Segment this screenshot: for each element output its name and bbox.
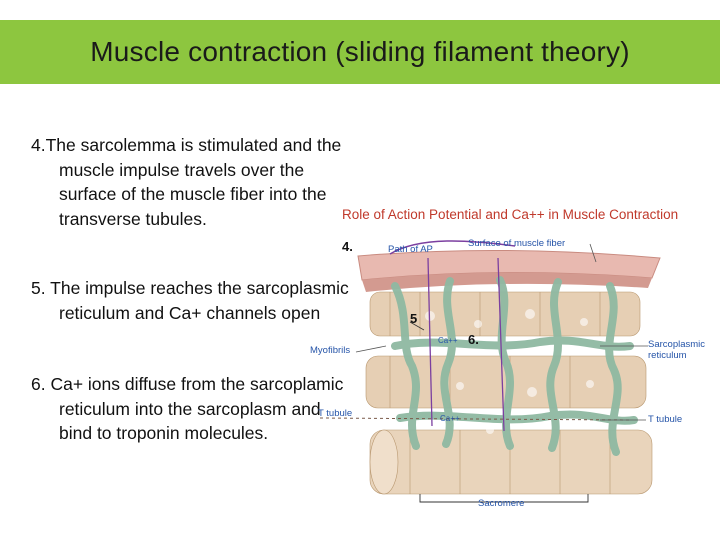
leader-myofibrils <box>355 345 387 353</box>
leader-surface <box>589 243 597 263</box>
label-t-tubule-left: T tubule <box>318 408 353 419</box>
bullet-point-6: 6. Ca+ ions diffuse from the sarcoplamic… <box>31 374 344 443</box>
label-path-of-ap: Path of AP <box>388 244 433 255</box>
figure-title: Role of Action Potential and Ca++ in Mus… <box>342 207 679 222</box>
label-myofibrils: Myofibrils <box>310 345 351 356</box>
ap-path-arrow <box>389 240 516 255</box>
slide-title: Muscle contraction (sliding filament the… <box>90 36 630 67</box>
muscle-fiber-illustration <box>319 240 661 503</box>
label-sarcoplasmic-reticulum: Sarcoplasmic reticulum <box>648 339 706 361</box>
ap-down-arrow-1 <box>427 257 433 427</box>
label-t-tubule-right: T tubule <box>648 414 683 425</box>
marker-6: 6. <box>468 332 479 347</box>
leader-marker-5 <box>409 321 425 331</box>
label-ca-1: Ca++ <box>438 336 458 345</box>
sarcolemma-shade <box>362 272 652 292</box>
bullet-point-5: 5. The impulse reaches the sarcoplasmic … <box>31 278 349 323</box>
sarcomere-bracket <box>419 494 589 503</box>
marker-4: 4. <box>342 239 353 254</box>
reticulum-holes <box>425 309 594 434</box>
bullet-point-4: 4.The sarcolemma is stimulated and the m… <box>31 135 342 229</box>
ap-down-arrow-2 <box>497 257 505 432</box>
label-sarcomere: Sacromere <box>478 498 525 509</box>
muscle-contraction-figure: Role of Action Potential and Ca++ in Mus… <box>300 196 720 540</box>
marker-5: 5 <box>410 311 418 326</box>
title-bar <box>0 20 720 84</box>
t-tubule-line <box>319 417 631 421</box>
myofibril-bottom <box>369 429 653 495</box>
label-ca-2: Ca++ <box>440 414 460 423</box>
sarcoplasmic-reticulum-network <box>391 276 638 456</box>
label-surface-of-muscle-fiber: Surface of muscle fiber <box>468 238 566 249</box>
